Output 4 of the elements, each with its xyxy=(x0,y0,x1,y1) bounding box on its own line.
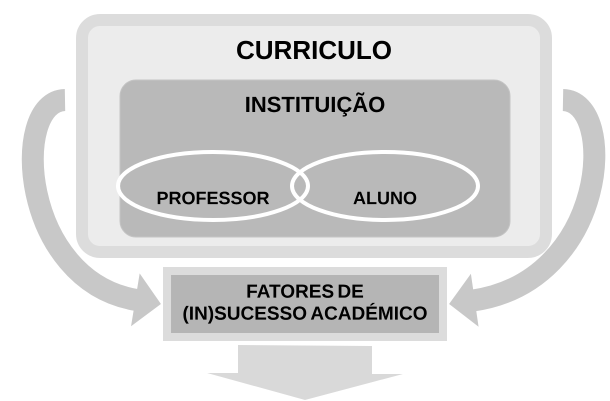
ellipse-node: ALUNO xyxy=(290,150,480,222)
ellipse-node: PROFESSOR xyxy=(116,150,310,222)
factors-box: FATORES DE (IN)SUCESSO ACADÉMICO xyxy=(163,267,447,341)
down-arrow xyxy=(207,344,403,400)
